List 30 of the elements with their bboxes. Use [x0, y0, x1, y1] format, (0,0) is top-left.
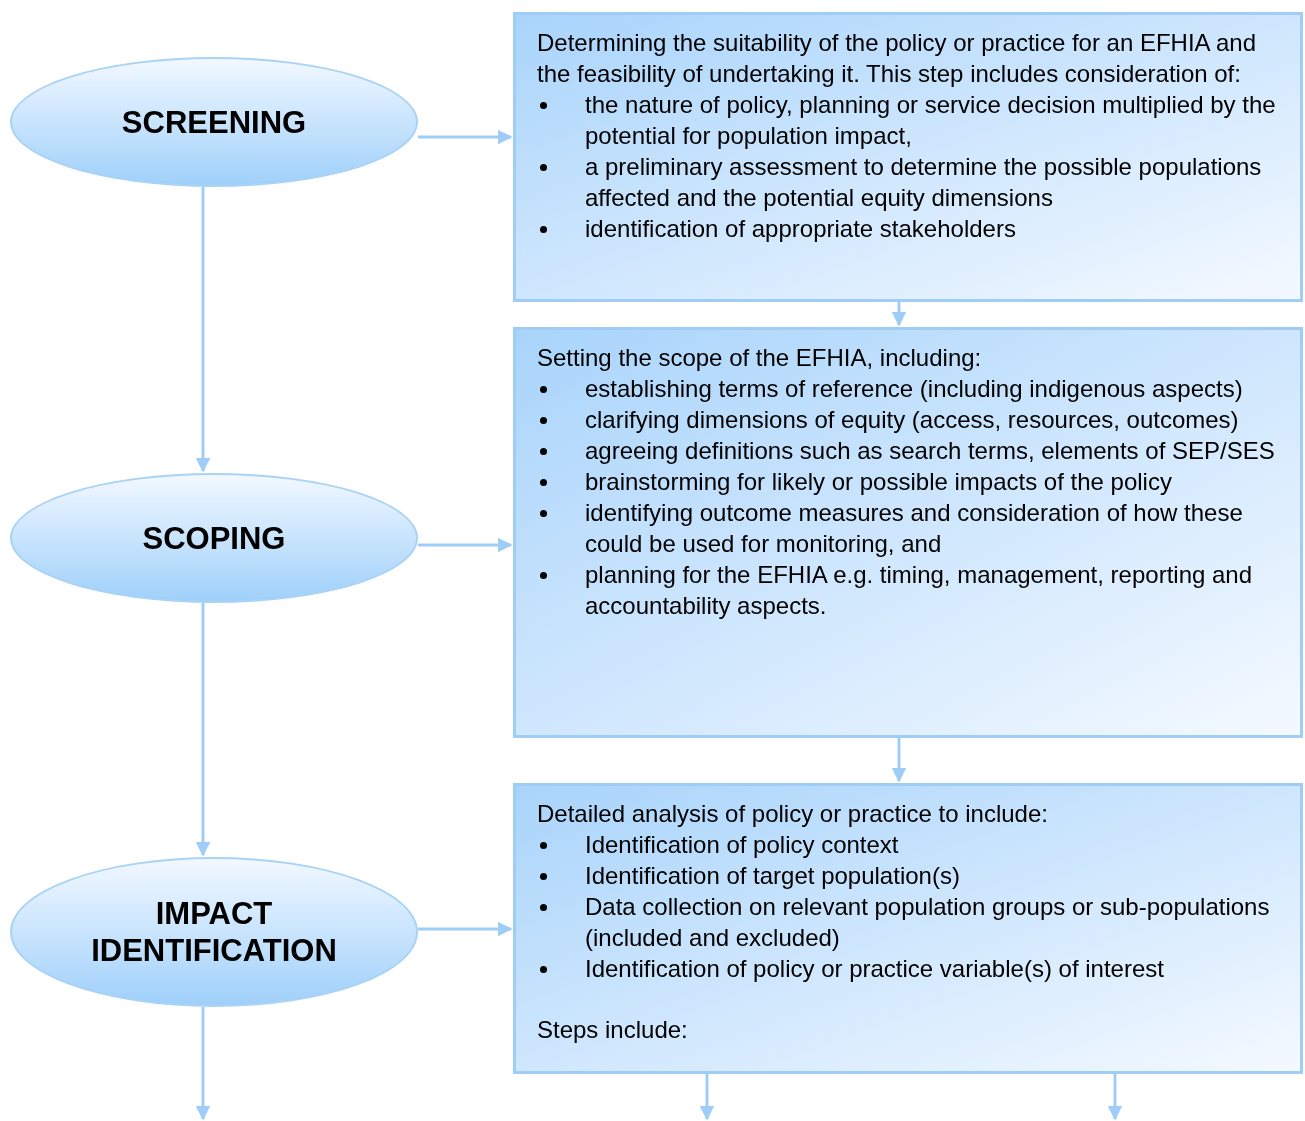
bullet-text: Identification of target population(s) [585, 862, 960, 889]
bullet-text: agreeing definitions such as search terms, elements of SEP/SES [585, 437, 1275, 464]
arrow [418, 537, 513, 553]
box-text: Determining the suitability of the policy or practice for an EFHIA and the feasibility of undertaking it. This step includes consideration of: [537, 29, 1256, 87]
box-text: Steps include: [537, 1016, 688, 1043]
bullet-text: Identification of policy or practice variable(s) of interest [585, 955, 1164, 982]
bullet-text: clarifying dimensions of equity (access, resources, outcomes) [585, 406, 1239, 433]
description-box [513, 783, 1303, 1074]
bullet-text: identification of appropriate stakeholders [585, 215, 1016, 242]
stage-label: SCOPING [142, 519, 286, 557]
box-text: Detailed analysis of policy or practice to include: [537, 800, 1048, 827]
stage-label: SCREENING [121, 103, 307, 141]
bullet-text: planning for the EFHIA e.g. timing, management, reporting and accountability aspects. [585, 561, 1253, 619]
arrow [195, 1006, 211, 1121]
arrow [195, 602, 211, 857]
description-box [513, 327, 1303, 738]
bullet-text: establishing terms of reference (including indigenous aspects) [585, 375, 1243, 402]
arrow [1107, 1074, 1123, 1121]
bullet-text: brainstorming for likely or possible impacts of the policy [585, 468, 1172, 495]
box-text: Setting the scope of the EFHIA, including: [537, 344, 982, 371]
arrow [891, 302, 907, 327]
bullet-text: Identification of policy context [585, 831, 899, 858]
description-box [513, 12, 1303, 302]
arrow [418, 921, 513, 937]
arrow [418, 129, 513, 145]
arrow [195, 186, 211, 473]
stage-label: IMPACT IDENTIFICATION [90, 895, 338, 969]
arrow [891, 738, 907, 783]
arrow [699, 1074, 715, 1121]
bullet-text: Data collection on relevant population groups or sub-populations (included and excluded) [585, 893, 1270, 951]
